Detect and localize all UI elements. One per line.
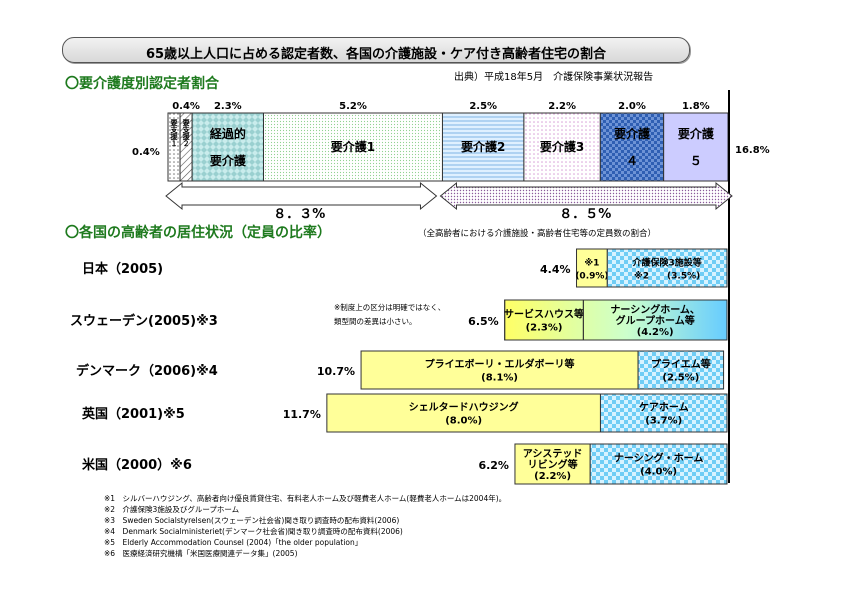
section2-heading: 〇各国の高齢者の居住状況（定員の比率）: [65, 225, 331, 241]
footnote-6: ※6 医療経済研究機構「米国医療関連データ集」(2005): [104, 549, 298, 558]
care-level-box-label-3-line2: 要介護: [210, 153, 247, 168]
group-brace-left: [165, 181, 438, 211]
country-5-segment-2: [589, 443, 728, 485]
sweden-note-line2: 類型間の差異は小さい。: [334, 317, 417, 326]
country-2-segment-1-label-2: (2.3%): [526, 323, 563, 334]
care-level-value-label-4: 5.2%: [339, 101, 367, 112]
sweden-note-line1: ※制度上の区分は明確ではなく、: [334, 303, 446, 312]
chart-title-banner: 65歳以上人口に占める認定者数、各国の介護施設・ケア付き高齢者住宅の割合: [62, 37, 690, 63]
country-4-segment-1-label-1: シェルタードハウジング: [409, 401, 519, 414]
country-4-segment-2: [599, 393, 728, 433]
country-1-segment-1: [576, 248, 608, 288]
care-level-bar-7: [599, 112, 665, 182]
care-level-box-label-2: 要支援２: [182, 118, 191, 147]
country-1-segment-1-label-1: ※1: [584, 258, 599, 269]
country-5-segment-1-label-2: リビング等: [528, 458, 578, 471]
care-level-box-label-1: 要支援１: [170, 118, 179, 147]
country-3-segment-2-label-1: プライエム等: [651, 358, 711, 371]
care-level-value-label-2: 0.4%: [172, 101, 200, 112]
source-note: 出典）平成18年5月 介護保険事業状況報告: [454, 72, 654, 83]
footnote-5: ※5 Elderly Accommodation Counsel (2004)「…: [104, 538, 363, 547]
country-total-label-4: 11.7%: [283, 408, 321, 421]
care-level-value-label-3: 2.3%: [214, 101, 242, 112]
footnote-2: ※2 介護保険3施設及びグループホーム: [104, 505, 240, 514]
care-level-value-label-8: 1.8%: [682, 101, 710, 112]
country-5-segment-1-label-3: (2.2%): [534, 471, 571, 482]
country-2-segment-1-label-1: サービスハウス等: [504, 308, 584, 321]
care-level-bar-6: [523, 112, 601, 182]
country-3-segment-2: [637, 350, 725, 390]
care-level-bar-3: [191, 112, 265, 182]
country-2-segment-2-label-3: (4.2%): [637, 327, 674, 338]
country-5-segment-2-label-2: (4.0%): [640, 467, 677, 478]
group-label-left: ８．３%: [273, 207, 325, 222]
country-name-3: デンマーク（2006)※4: [76, 363, 218, 379]
country-2-segment-2-label-2: グループホーム等: [616, 314, 695, 327]
care-level-box-label-4: 要介護1: [331, 139, 375, 154]
left-value-label: 0.4%: [132, 147, 160, 158]
country-1-segment-2-label-2: ※2 (3.5%): [634, 271, 700, 282]
country-4-segment-1: [326, 393, 601, 433]
group-label-right: ８．５%: [559, 207, 611, 222]
country-total-label-2: 6.5%: [468, 315, 499, 328]
care-level-box-label-8-line2: ５: [690, 154, 702, 168]
care-level-box-label-7-line2: ４: [626, 154, 638, 168]
country-3-segment-1-label-1: プライエボーリ・エルダボーリ等: [425, 358, 575, 371]
country-1-segment-2: [606, 248, 728, 288]
country-2-segment-2: [582, 299, 728, 341]
country-name-5: 米国（2000）※6: [82, 457, 192, 473]
section2-subheading: （全高齢者における介護施設・高齢者住宅等の定員数の割合）: [418, 229, 657, 239]
country-bar-bg-2: [504, 299, 728, 341]
care-level-value-label-7: 2.0%: [618, 101, 646, 112]
country-3-segment-1-label-2: (8.1%): [481, 373, 518, 384]
care-level-box-label-3-line1: 経過的: [210, 126, 246, 141]
country-total-label-5: 6.2%: [478, 459, 509, 472]
country-3-segment-1: [360, 350, 639, 390]
care-level-box-label-8-line1: 要介護: [678, 126, 715, 141]
country-5-segment-1-label-1: アシステッド: [523, 448, 583, 460]
country-5-segment-2-label-1: ナーシング・ホーム: [614, 452, 704, 465]
country-3-segment-2-label-2: (2.5%): [662, 373, 699, 384]
country-4-segment-2-label-2: (3.7%): [645, 416, 682, 427]
country-total-label-3: 10.7%: [317, 365, 355, 378]
care-level-value-label-5: 2.5%: [469, 101, 497, 112]
care-level-bar-5: [441, 112, 525, 182]
group-brace-right: [439, 181, 733, 211]
country-total-label-1: 4.4%: [540, 263, 571, 276]
footnote-3: ※3 Sweden Socialstyrelsen(スウェーデン社会省)聞き取り…: [104, 516, 400, 525]
country-name-4: 英国（2001)※5: [81, 406, 185, 422]
total-value-label: 16.8%: [735, 145, 770, 156]
country-2-segment-2-label-1: ナーシングホーム、: [610, 303, 700, 316]
care-level-bar-4: [263, 112, 443, 182]
country-name-2: スウェーデン(2005)※3: [70, 313, 218, 329]
section1-heading: 〇要介護度別認定者割合: [65, 76, 219, 92]
care-level-box-label-7-line1: 要介護: [614, 126, 651, 141]
care-level-value-label-6: 2.2%: [548, 101, 576, 112]
care-level-box-label-5: 要介護2: [461, 139, 505, 154]
chart-title: 65歳以上人口に占める認定者数、各国の介護施設・ケア付き高齢者住宅の割合: [145, 47, 607, 62]
care-level-box-label-6: 要介護3: [540, 139, 584, 154]
footnote-4: ※4 Denmark Socialministeriet(デンマーク社会省)聞き…: [104, 527, 403, 536]
footnote-1: ※1 シルバーハウジング、高齢者向け優良賃貸住宅、有料老人ホーム及び軽費老人ホー…: [104, 494, 507, 503]
care-level-bar-8: [663, 112, 729, 182]
country-name-1: 日本（2005): [82, 261, 163, 277]
country-1-segment-2-label-1: 介護保険3施設等: [632, 257, 702, 269]
country-1-segment-1-label-2: (0.9%): [575, 272, 608, 282]
country-4-segment-1-label-2: (8.0%): [445, 416, 482, 427]
country-4-segment-2-label-1: ケアホーム: [639, 402, 689, 414]
